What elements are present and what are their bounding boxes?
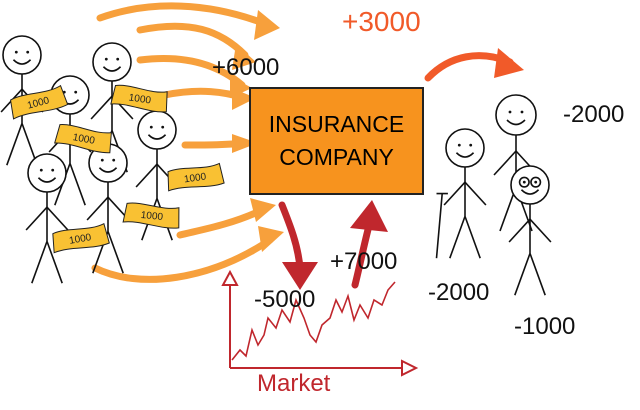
banknote-icon: 1000 [122,202,180,229]
premium-arrow [91,236,274,283]
investment-label: -5000 [254,286,316,313]
premium-arrowheads [230,10,284,252]
banknote-icon: 1000 [167,162,225,192]
banknote-icon: 1000 [54,124,112,154]
banknote-icon: 1000 [10,84,69,120]
claim-label: -1000 [514,313,576,340]
profit-label: +3000 [342,6,421,37]
stick-figure-icon [435,128,487,259]
premium-arrows [91,2,274,283]
premium-arrow [176,206,266,239]
returns-label: +7000 [330,248,398,275]
banknote-icon: 1000 [110,84,168,113]
arrow-icon [494,48,524,78]
market-label: Market [257,370,331,397]
stick-figure-icon [86,143,130,274]
market-line [231,281,396,361]
stick-figure-icon [25,153,69,284]
svg-text:1000: 1000 [183,171,207,185]
arrow-icon [232,134,258,153]
glasses-icon [518,176,542,188]
svg-text:1000: 1000 [140,210,164,223]
invest-arrow [278,201,304,272]
company-name-line2: COMPANY [279,144,394,170]
insurance-company-box: INSURANCE COMPANY [249,87,424,195]
arrow-icon [232,88,256,110]
arrow-icon [350,200,388,232]
arrow-icon [254,10,280,40]
svg-text:1000: 1000 [128,92,152,106]
claim-label: -2000 [428,279,490,306]
premium-arrow [96,2,272,29]
claimant-group [435,94,552,296]
arrow-icon [221,269,239,286]
svg-text:1000: 1000 [72,132,96,147]
stick-figure-icon [508,165,552,296]
premiums-in-label: +6000 [212,54,280,81]
banknote-icon: 1000 [52,222,110,254]
company-name-line1: INSURANCE [268,111,405,137]
crutch-icon [435,192,448,259]
policyholder-crowd [0,35,179,284]
arrow-icon [232,44,256,70]
arrow-icon [282,262,318,290]
svg-text:1000: 1000 [68,232,92,247]
arrow-icon [250,198,276,222]
market-chart [221,269,419,377]
premium-arrow [136,22,249,59]
claim-label: -2000 [563,101,625,128]
stick-figure-icon [493,94,539,232]
arrow-icon [258,226,284,252]
arrow-icon [401,359,419,377]
